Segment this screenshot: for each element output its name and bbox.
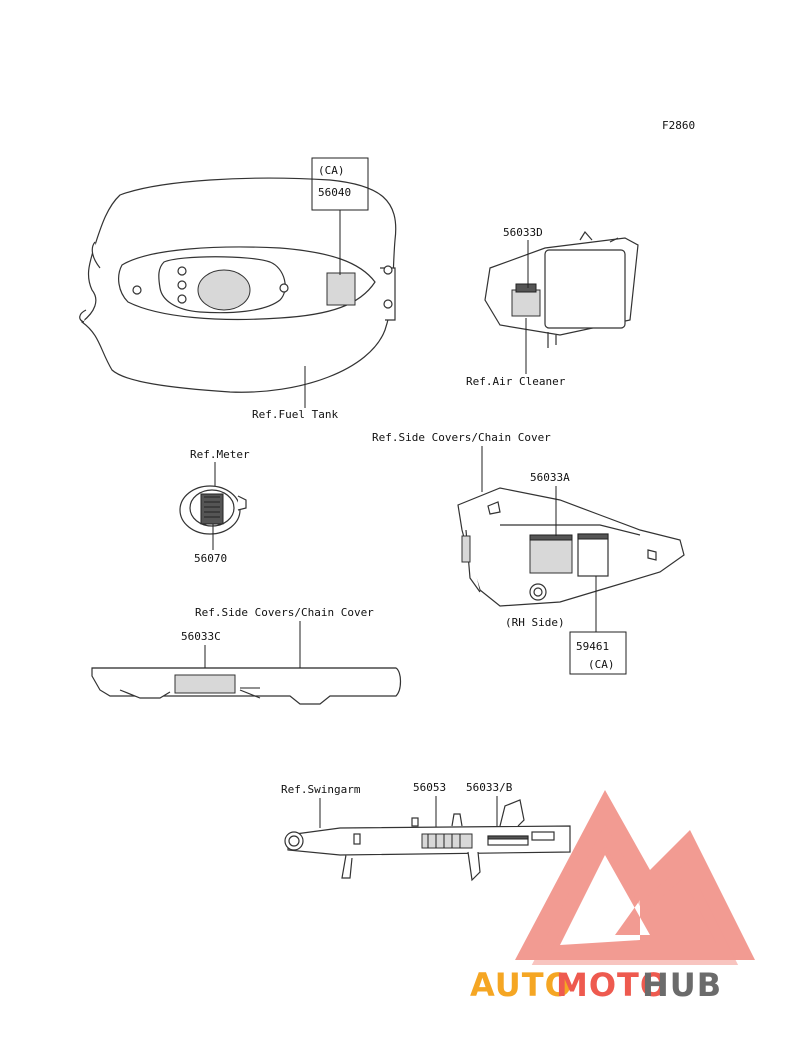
label-56033d: 56033D (503, 226, 543, 239)
label-ref-side-covers-1: Ref.Side Covers/Chain Cover (372, 431, 551, 444)
figure-code: F2860 (662, 119, 695, 132)
label-56033c: 56033C (181, 630, 221, 643)
label-56070: 56070 (194, 552, 227, 565)
label-box-59461 (569, 631, 627, 675)
meter-illustration (179, 485, 247, 535)
label-56053: 56053 (413, 781, 446, 794)
swingarm-illustration (284, 799, 571, 882)
air-cleaner-illustration (484, 230, 639, 348)
label-ref-air-cleaner: Ref.Air Cleaner (466, 375, 566, 388)
label-ref-swingarm: Ref.Swingarm (281, 783, 361, 796)
watermark-triangle-icon (515, 790, 755, 960)
label-rh-side: (RH Side) (505, 616, 565, 629)
side-cover-illustration (457, 487, 685, 607)
label-59461: 59461 (576, 640, 609, 653)
label-56040: 56040 (318, 186, 351, 199)
label-56033b: 56033/B (466, 781, 513, 794)
label-ca-bottom: (CA) (588, 658, 615, 671)
svg-text:HUB: HUB (642, 966, 722, 1004)
label-56033a: 56033A (530, 471, 570, 484)
chain-cover-illustration (91, 667, 402, 705)
label-ref-meter: Ref.Meter (190, 448, 250, 461)
label-ref-fuel-tank: Ref.Fuel Tank (252, 408, 338, 421)
label-ref-side-covers-2: Ref.Side Covers/Chain Cover (195, 606, 374, 619)
svg-text:AUTO: AUTO (470, 966, 573, 1004)
watermark-logo (515, 790, 755, 965)
fuel-tank-illustration (79, 177, 397, 393)
svg-text:MOTO: MOTO (556, 966, 668, 1004)
watermark-text: AUTO MOTO HUB (470, 966, 722, 1004)
label-ca-top: (CA) (318, 164, 345, 177)
